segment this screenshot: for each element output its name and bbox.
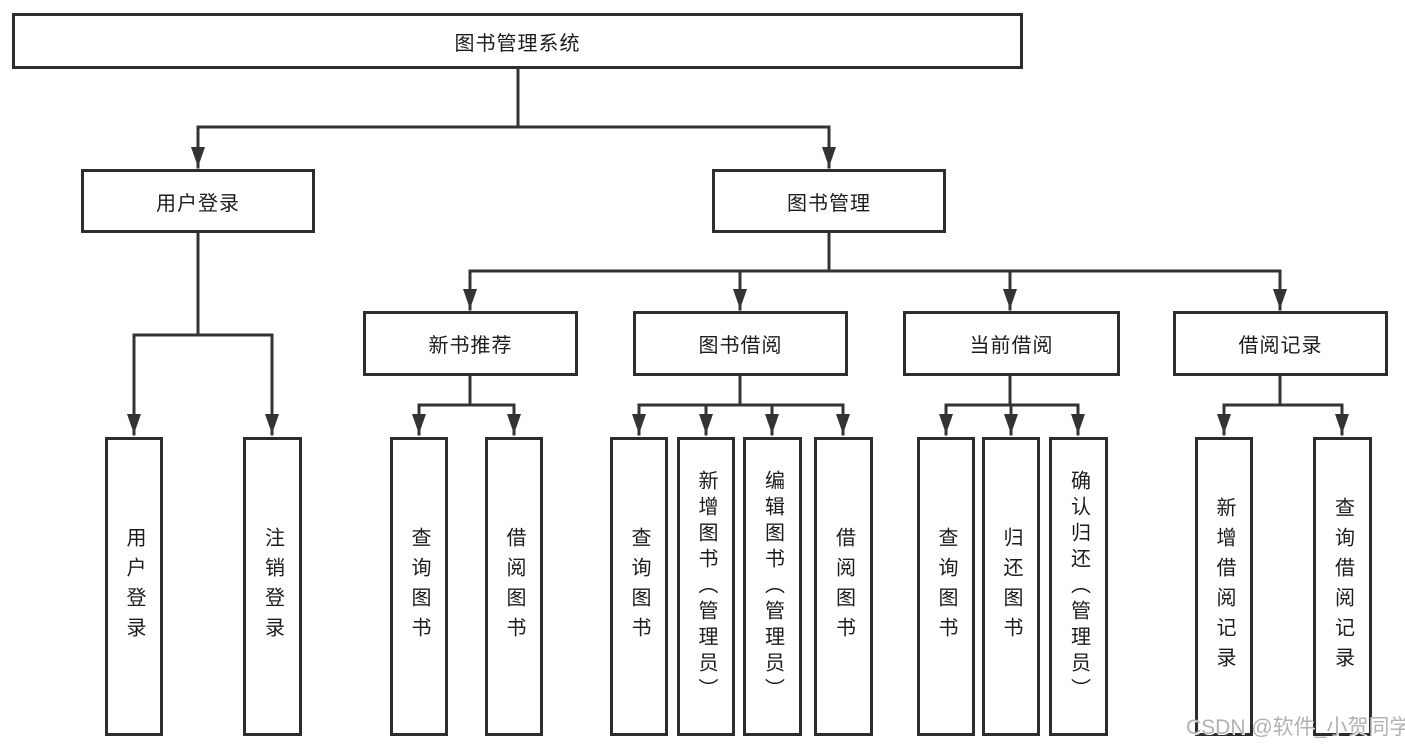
leaf-borrow-book-1: 借阅图书: [485, 437, 543, 736]
node-root-library-system: 图书管理系统: [12, 13, 1023, 69]
leaf-logout: 注销登录: [243, 437, 302, 736]
leaf-add-borrow-record: 新增借阅记录: [1195, 437, 1253, 736]
node-current-borrowing: 当前借阅: [903, 311, 1120, 376]
leaf-query-book-1: 查询图书: [390, 437, 448, 736]
leaf-query-book-2-label: 查询图书: [628, 526, 650, 647]
node-user-login: 用户登录: [81, 169, 315, 233]
leaf-edit-book-admin-label: 编辑图书（管理员）: [761, 469, 784, 704]
leaf-add-borrow-record-label: 新增借阅记录: [1213, 496, 1235, 677]
leaf-borrow-book-2-label: 借阅图书: [832, 526, 855, 647]
leaf-query-book-1-label: 查询图书: [408, 526, 430, 647]
leaf-user-login-label: 用户登录: [123, 526, 145, 647]
node-book-management: 图书管理: [712, 169, 946, 233]
leaf-query-book-3-label: 查询图书: [935, 526, 957, 647]
leaf-return-book-label: 归还图书: [1000, 526, 1022, 647]
leaf-return-book: 归还图书: [982, 437, 1040, 736]
leaf-confirm-return-admin: 确认归还（管理员）: [1049, 437, 1108, 736]
leaf-add-book-admin: 新增图书（管理员）: [677, 437, 735, 736]
node-book-borrowing: 图书借阅: [633, 311, 848, 376]
leaf-user-login: 用户登录: [105, 437, 163, 736]
leaf-query-borrow-record-label: 查询借阅记录: [1331, 496, 1354, 677]
leaf-borrow-book-2: 借阅图书: [814, 437, 873, 736]
node-new-book-recommendation: 新书推荐: [363, 311, 578, 376]
leaf-borrow-book-1-label: 借阅图书: [503, 526, 525, 647]
leaf-logout-label: 注销登录: [261, 526, 284, 647]
csdn-watermark: CSDN @软件_小贺同学: [1186, 716, 1405, 739]
leaf-confirm-return-admin-label: 确认归还（管理员）: [1067, 469, 1090, 704]
leaf-add-book-admin-label: 新增图书（管理员）: [695, 469, 717, 704]
node-borrowing-records: 借阅记录: [1173, 311, 1388, 376]
leaf-query-book-3: 查询图书: [917, 437, 975, 736]
leaf-query-book-2: 查询图书: [610, 437, 668, 736]
leaf-query-borrow-record: 查询借阅记录: [1313, 437, 1372, 736]
leaf-edit-book-admin: 编辑图书（管理员）: [743, 437, 802, 736]
